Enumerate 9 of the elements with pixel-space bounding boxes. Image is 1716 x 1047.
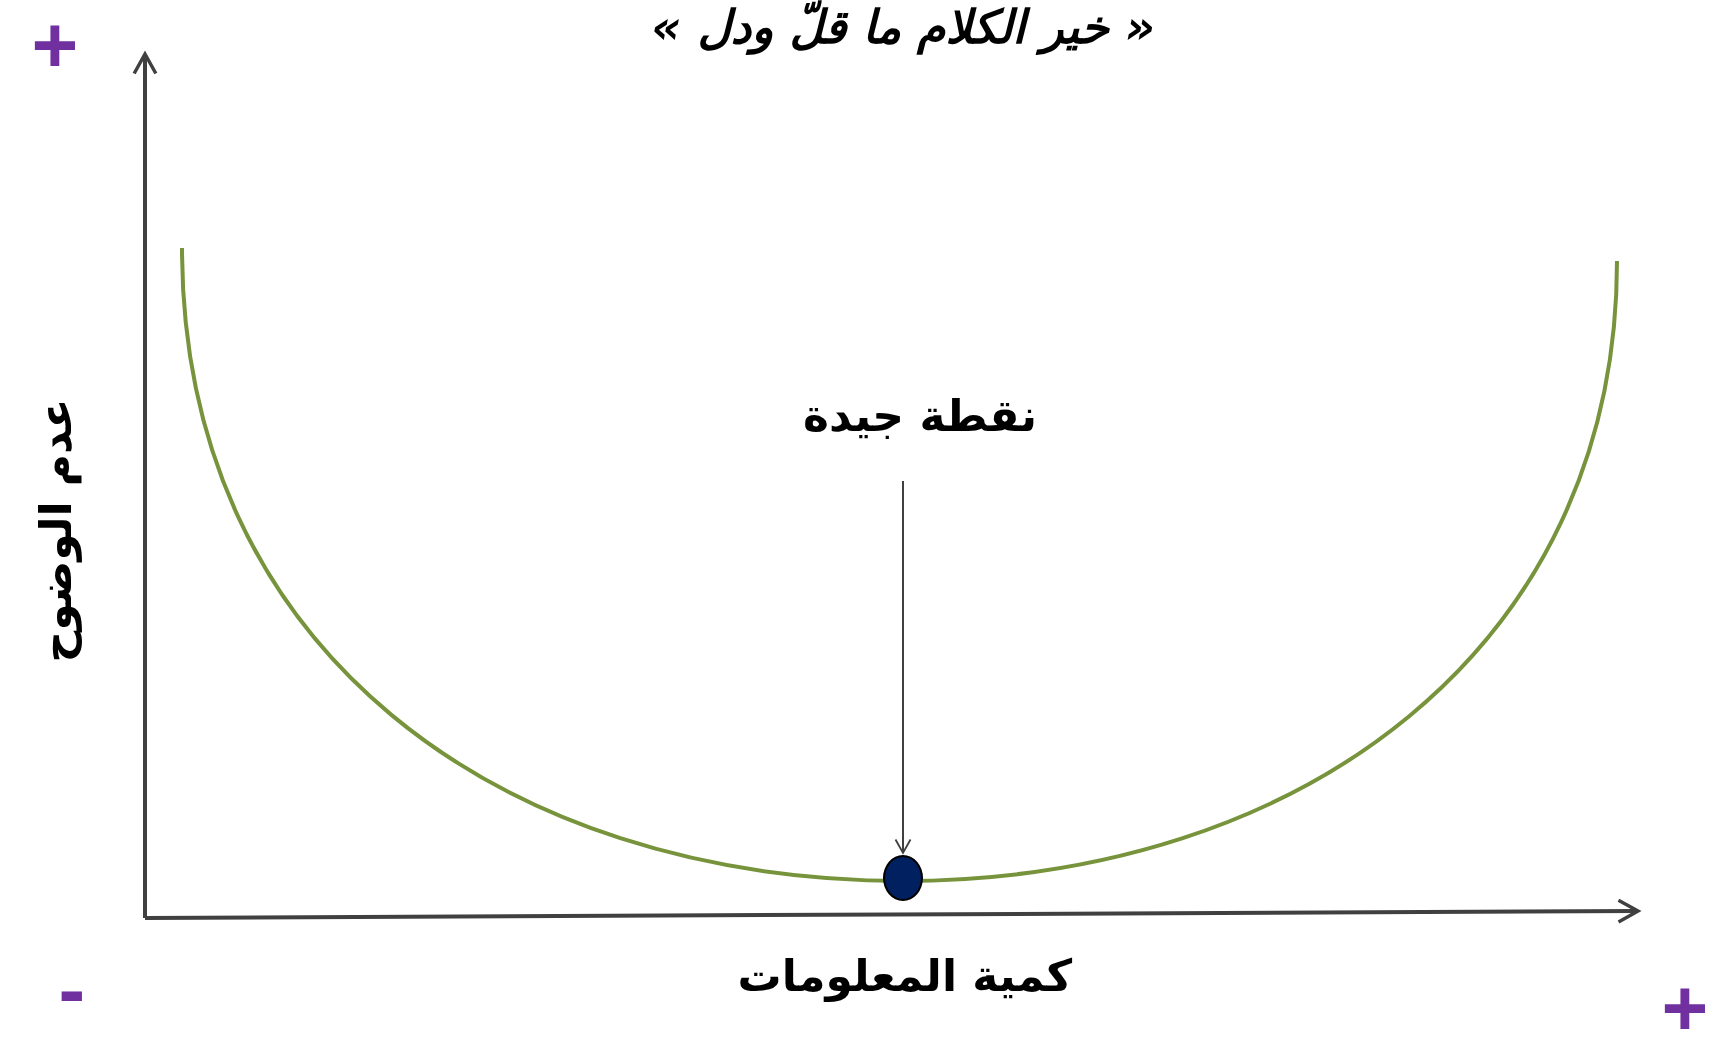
arrow — [894, 480, 912, 854]
plus-sign: + — [1661, 968, 1709, 1047]
plus-sign: + — [31, 5, 79, 85]
annotation-text: نقطة جيدة — [803, 389, 1038, 441]
point-marker — [883, 855, 923, 901]
x-axis-label: كمية المعلومات — [737, 949, 1072, 1001]
y-axis-label: عدم الوضوح — [29, 398, 81, 662]
title: « خير الكلام ما قلّ ودل » — [651, 0, 1155, 54]
minus-sign: - — [58, 950, 86, 1030]
